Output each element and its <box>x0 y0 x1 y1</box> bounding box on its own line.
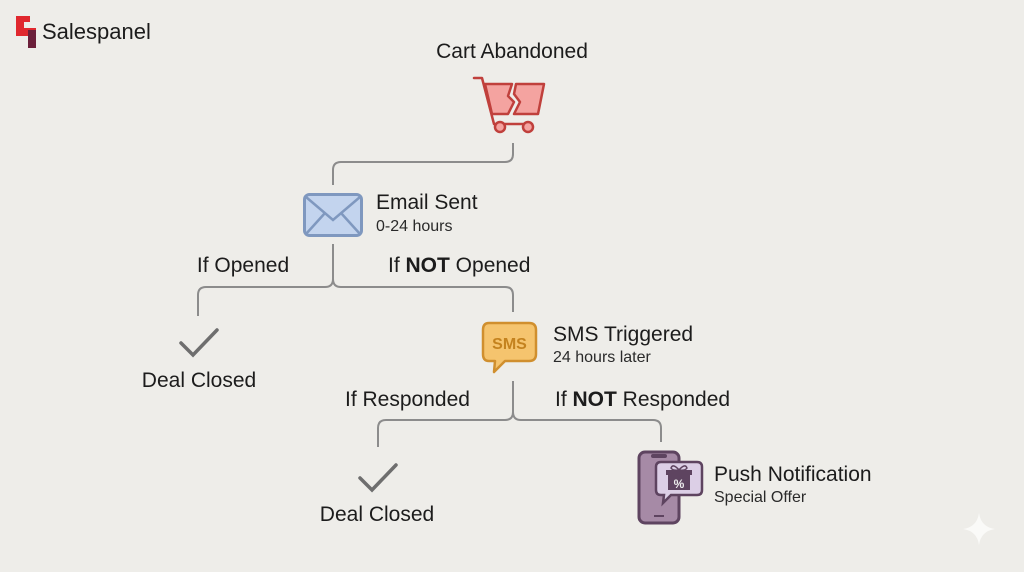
discount-percent-text: % <box>674 477 685 491</box>
if-not-opened-label: If NOT Opened <box>388 254 530 278</box>
label-bold: NOT <box>572 388 617 411</box>
sms-bubble-icon: SMS <box>481 321 538 374</box>
deal-closed-2-label: Deal Closed <box>319 503 435 526</box>
connector-not-responded <box>512 411 662 442</box>
connector-cart-email <box>332 143 514 185</box>
label-suffix: Responded <box>616 388 731 411</box>
logo-text: Salespanel <box>42 19 151 44</box>
label-prefix: If <box>388 254 406 277</box>
label-bold: NOT <box>405 254 450 277</box>
sms-triggered-title: SMS Triggered <box>553 323 694 346</box>
if-responded-label: If Responded <box>345 388 470 411</box>
envelope-icon <box>303 193 363 237</box>
sms-icon-text: SMS <box>492 336 527 353</box>
phone-gift-icon: % <box>637 450 704 525</box>
logo: Salespanel <box>16 16 151 48</box>
connector-responded <box>377 411 514 447</box>
sparkle-icon <box>963 513 995 545</box>
label-prefix: If <box>555 388 573 411</box>
connector-opened <box>197 278 334 316</box>
if-opened-label: If Opened <box>196 254 290 277</box>
connector-not-opened <box>332 278 514 312</box>
email-sent-title: Email Sent <box>376 191 478 214</box>
if-not-responded-label: If NOT Responded <box>555 388 730 412</box>
label-suffix: Opened <box>449 254 531 277</box>
checkmark-icon <box>358 463 398 493</box>
email-sent-subtitle: 0-24 hours <box>376 218 453 235</box>
push-notification-title: Push Notification <box>714 463 872 486</box>
broken-cart-icon <box>472 76 546 134</box>
push-notification-subtitle: Special Offer <box>714 489 807 506</box>
salespanel-logo-icon <box>16 16 36 48</box>
sms-triggered-subtitle: 24 hours later <box>553 349 651 366</box>
deal-closed-1-label: Deal Closed <box>141 369 257 392</box>
checkmark-icon <box>179 328 219 358</box>
cart-abandoned-title: Cart Abandoned <box>436 40 588 63</box>
